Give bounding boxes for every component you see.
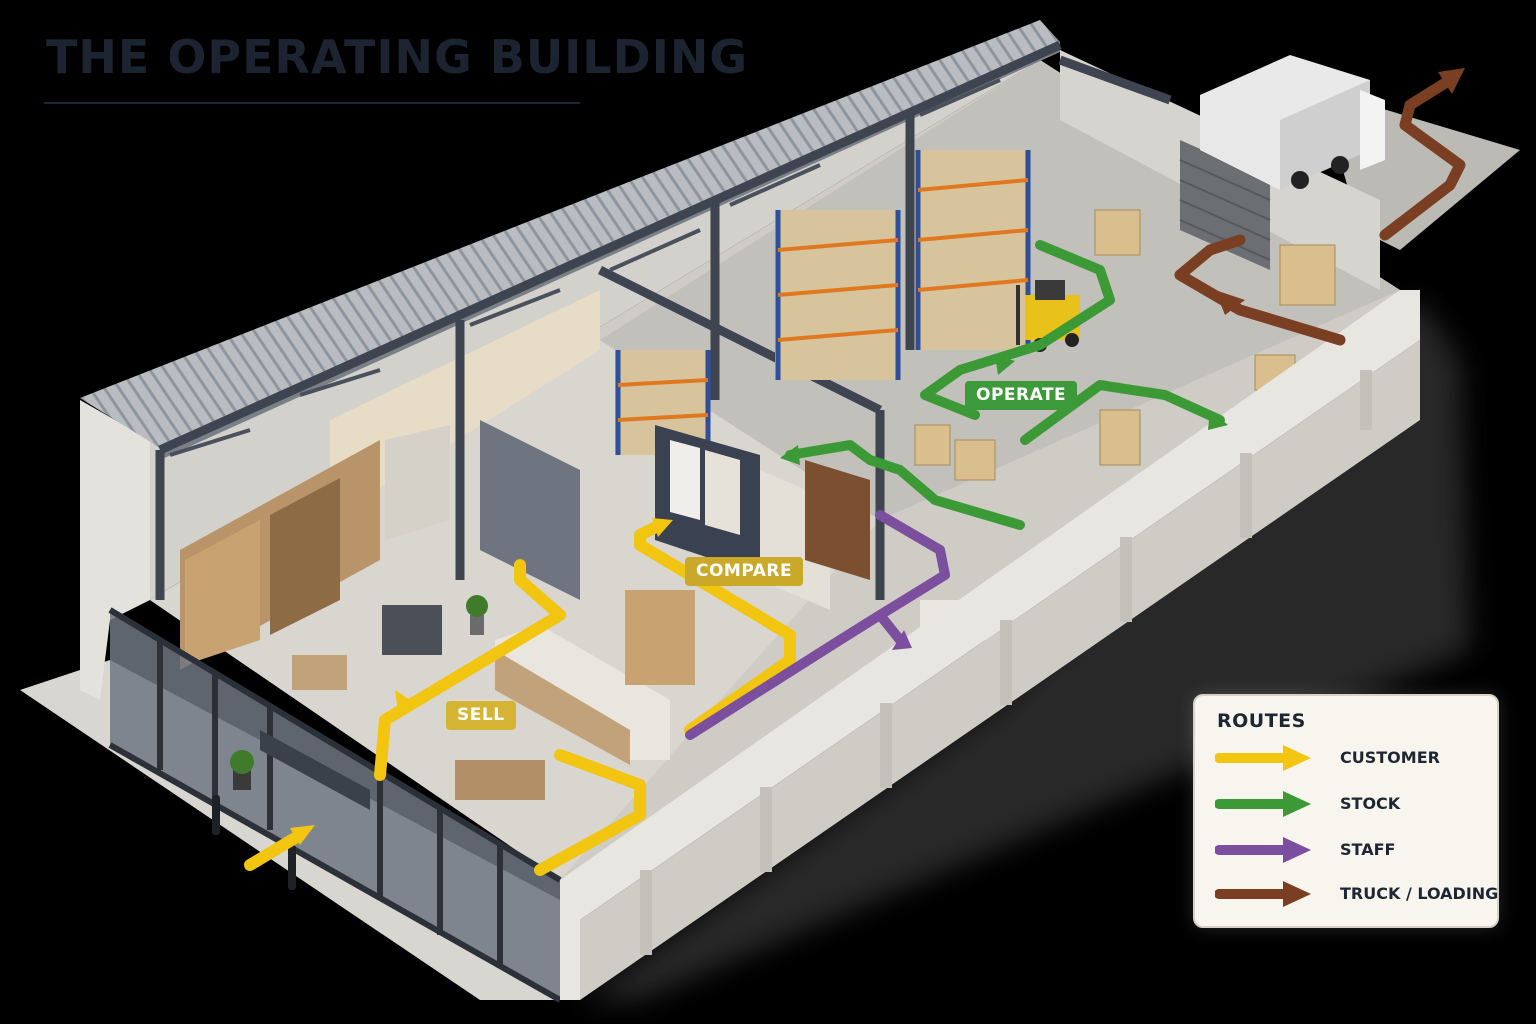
roof	[80, 20, 1060, 448]
routes-legend: ROUTES CUSTOMER STOCK STAFF TRUCK / LOAD…	[1193, 694, 1499, 928]
zone-label-sell: SELL	[446, 701, 516, 730]
storage-racks	[615, 150, 1031, 455]
truss-bracing	[169, 78, 1001, 457]
furniture	[292, 590, 1000, 800]
wall-posts	[640, 370, 1372, 955]
legend-label: STOCK	[1340, 794, 1401, 813]
zone-label-operate: OPERATE	[965, 381, 1078, 410]
showroom-plant	[466, 595, 488, 635]
customer-arrow-icon	[1215, 745, 1311, 771]
side-wall-left	[80, 400, 150, 700]
truck-route	[1174, 68, 1466, 346]
customer-route	[244, 518, 796, 876]
legend-item-customer: CUSTOMER	[1215, 742, 1485, 774]
steel-frames	[155, 40, 1172, 600]
planter	[230, 750, 254, 790]
storefront-glazing	[108, 607, 562, 1003]
truck-arrow-icon	[1215, 881, 1311, 907]
stock-route	[780, 240, 1228, 530]
legend-label: TRUCK / LOADING	[1340, 884, 1499, 903]
showroom-displays	[180, 420, 870, 670]
legend-item-truck-loading: TRUCK / LOADING	[1215, 878, 1498, 910]
title-underline	[44, 102, 580, 104]
legend-item-stock: STOCK	[1215, 788, 1485, 820]
legend-title: ROUTES	[1217, 710, 1306, 732]
staff-arrow-icon	[1215, 837, 1311, 863]
stock-arrow-icon	[1215, 791, 1311, 817]
staff-route	[685, 510, 950, 740]
legend-label: CUSTOMER	[1340, 748, 1440, 767]
legend-item-staff: STAFF	[1215, 834, 1485, 866]
legend-label: STAFF	[1340, 840, 1396, 859]
page-title: THE OPERATING BUILDING	[46, 30, 749, 84]
delivery-truck	[1200, 55, 1385, 190]
zone-label-compare: COMPARE	[685, 557, 804, 586]
front-wall	[560, 290, 1420, 1000]
bollards	[212, 795, 296, 890]
